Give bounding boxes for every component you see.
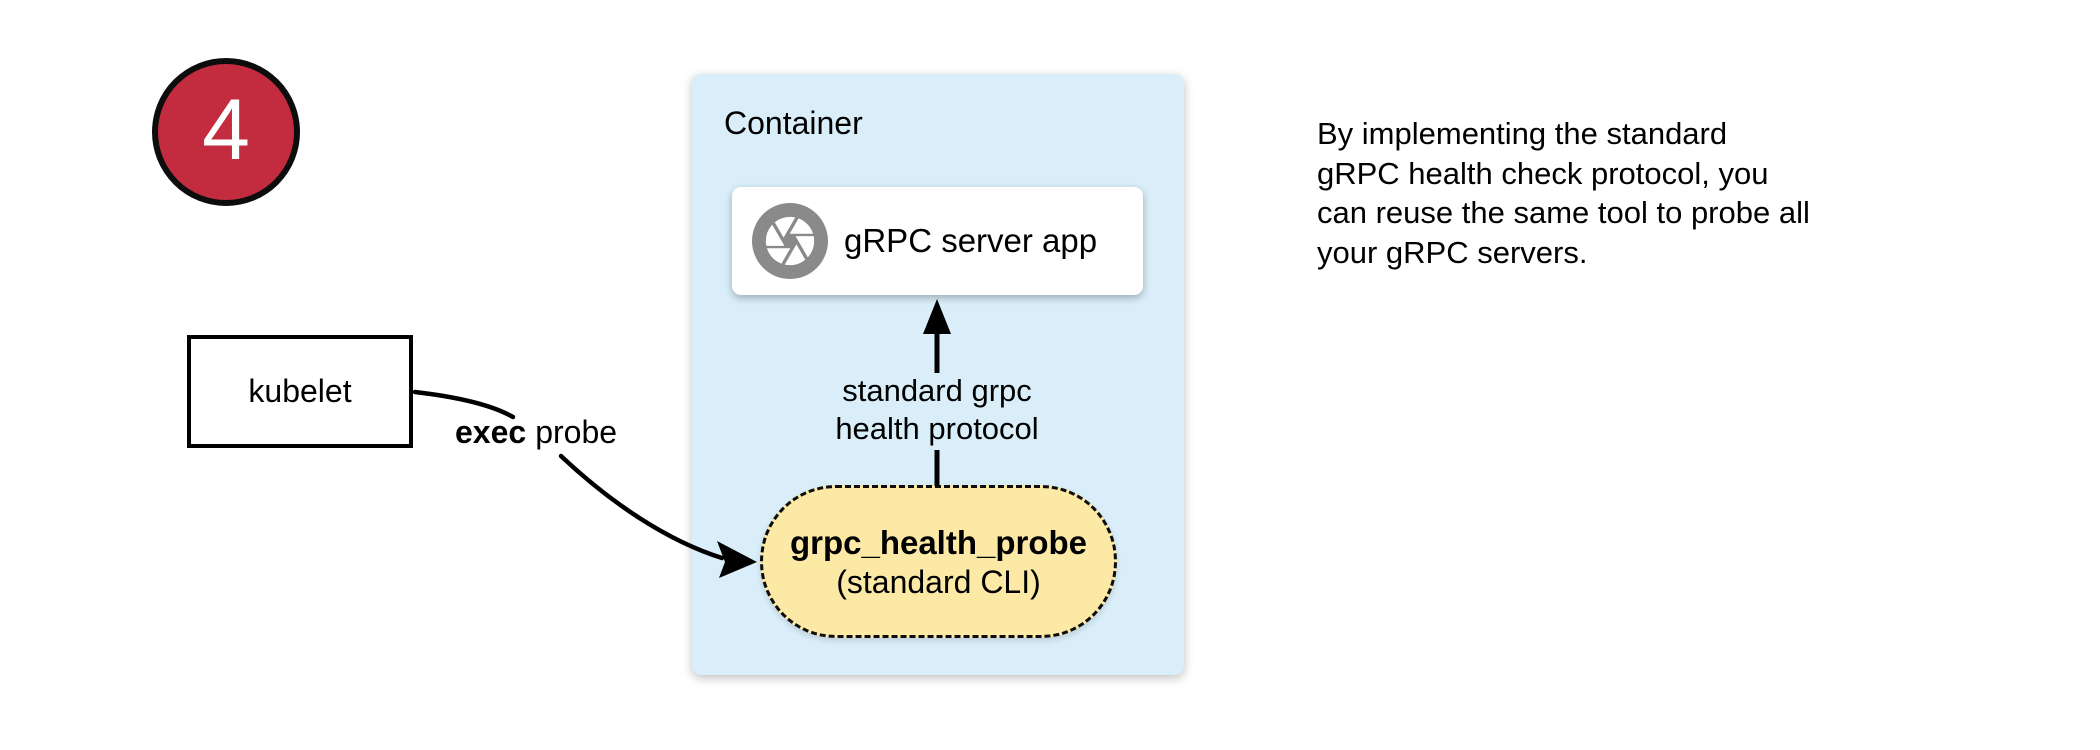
grpc-health-probe-node: grpc_health_probe (standard CLI) — [760, 485, 1117, 638]
note-line: can reuse the same tool to probe all — [1317, 195, 1810, 230]
grpc-health-probe-sublabel: (standard CLI) — [836, 563, 1041, 600]
health-protocol-label-line2: health protocol — [835, 411, 1039, 446]
note-text: By implementing the standard gRPC health… — [1317, 114, 1810, 272]
camera-shutter-icon — [752, 203, 828, 279]
step-badge: 4 — [152, 58, 300, 206]
note-line: gRPC health check protocol, you — [1317, 155, 1769, 191]
grpc-health-probe-label: grpc_health_probe — [789, 523, 1088, 561]
note-line: your gRPC servers. — [1317, 234, 1588, 270]
note-line: By implementing the standard — [1317, 116, 1728, 151]
health-protocol-label-line1: standard grpc — [842, 373, 1032, 408]
exec-probe-label-bold: exec — [455, 414, 527, 450]
kubelet-node: kubelet — [187, 335, 413, 448]
health-protocol-label: standard grpc health protocol — [835, 372, 1038, 448]
container-node: Container gRPC server app grpc_health_pr… — [692, 74, 1184, 675]
container-title: Container — [724, 105, 863, 141]
kubelet-label: kubelet — [248, 373, 352, 409]
exec-probe-label-rest: probe — [535, 414, 618, 450]
grpc-server-app-label: gRPC server app — [844, 222, 1098, 259]
grpc-server-app-node: gRPC server app — [732, 187, 1143, 295]
step-number: 4 — [202, 82, 250, 178]
